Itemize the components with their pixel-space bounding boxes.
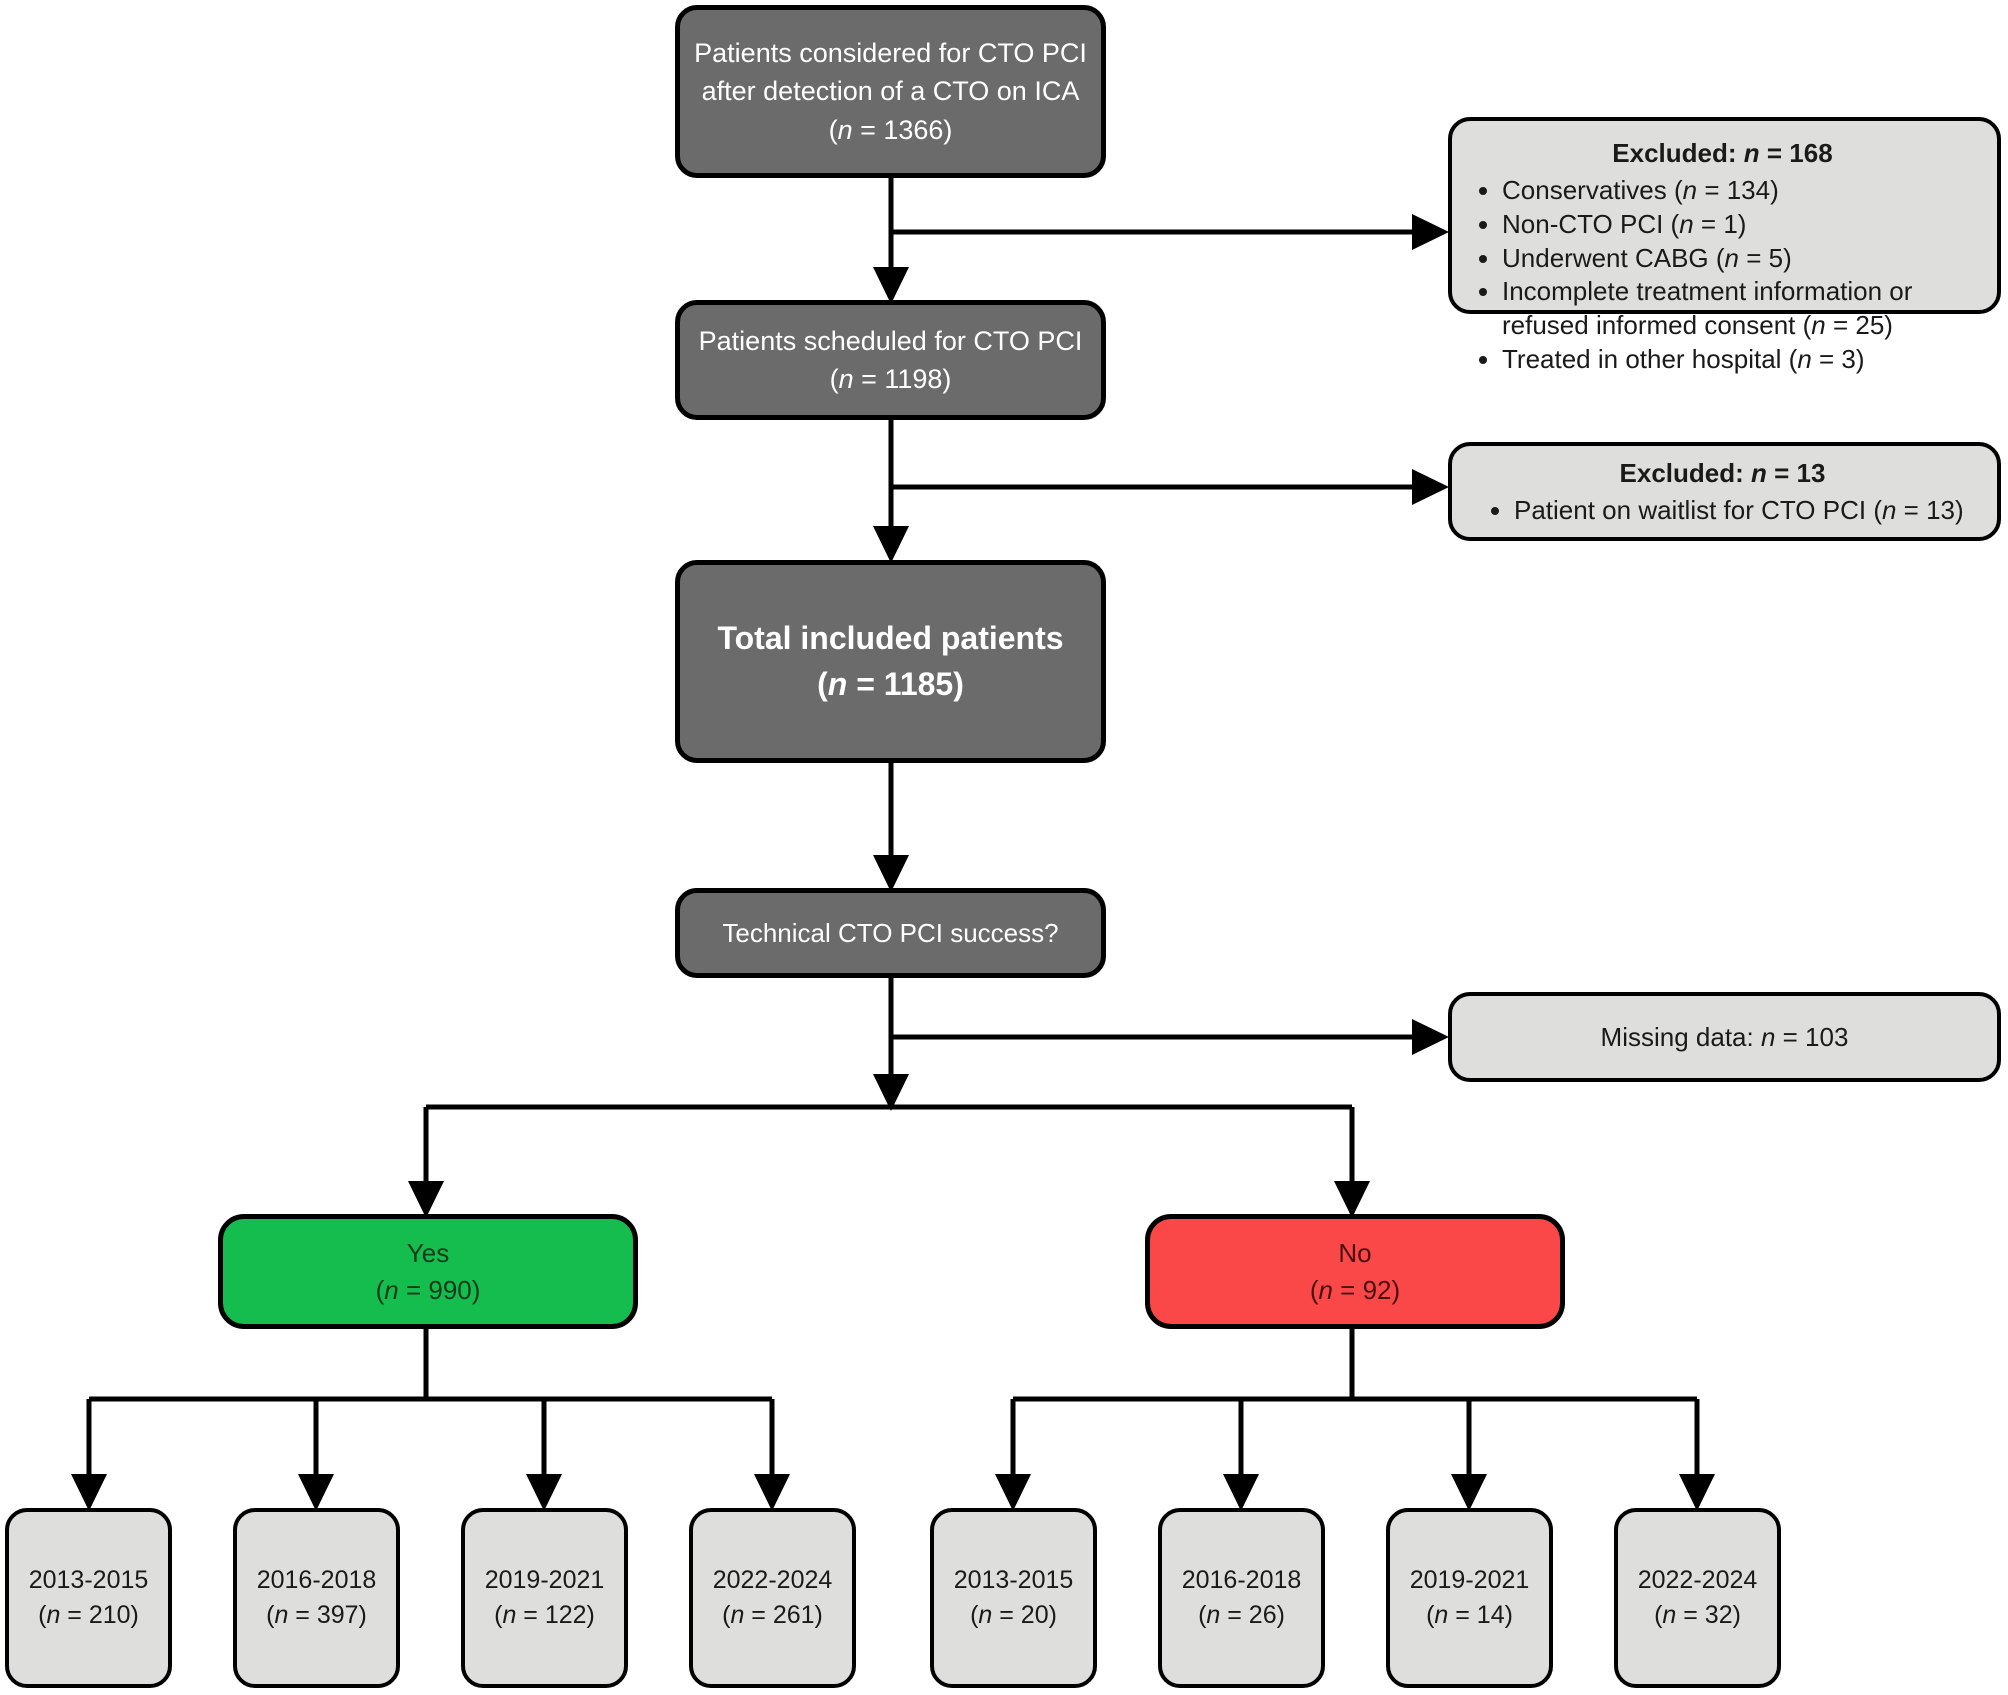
node-year-no-2019-2021[interactable]: 2019-2021 (n = 14)	[1386, 1508, 1553, 1688]
year-count: (n = 14)	[1426, 1601, 1513, 1629]
year-label: 2013-2015	[28, 1565, 149, 1594]
node-year-yes-2016-2018[interactable]: 2016-2018 (n = 397)	[233, 1508, 400, 1688]
excluded-1-title: Excluded: n = 168	[1612, 138, 1833, 168]
excluded-1-list: Conservatives (n = 134) Non-CTO PCI (n =…	[1468, 174, 1977, 377]
node-scheduled-line1: Patients scheduled for CTO PCI	[698, 325, 1083, 356]
excluded-2-list: Patient on waitlist for CTO PCI (n = 13)	[1468, 494, 1977, 528]
excluded-2-title: Excluded: n = 13	[1619, 458, 1826, 489]
list-item: Conservatives (n = 134)	[1502, 174, 1977, 208]
year-label: 2019-2021	[484, 1565, 605, 1594]
year-count: (n = 397)	[266, 1601, 367, 1629]
node-excluded-2[interactable]: Excluded: n = 13 Patient on waitlist for…	[1448, 442, 2001, 541]
year-label: 2016-2018	[256, 1565, 377, 1594]
node-patients-scheduled[interactable]: Patients scheduled for CTO PCI (n = 1198…	[675, 300, 1106, 420]
year-label: 2016-2018	[1181, 1565, 1302, 1594]
node-missing-data-label: Missing data: n = 103	[1600, 1021, 1849, 1052]
node-yes[interactable]: Yes (n = 990)	[218, 1214, 638, 1329]
list-item: Treated in other hospital (n = 3)	[1502, 343, 1977, 377]
year-label: 2022-2024	[1637, 1565, 1758, 1594]
node-year-yes-2019-2021[interactable]: 2019-2021 (n = 122)	[461, 1508, 628, 1688]
node-no-label: No	[1338, 1237, 1372, 1268]
year-label: 2022-2024	[712, 1565, 833, 1594]
node-missing-data[interactable]: Missing data: n = 103	[1448, 992, 2001, 1082]
list-item: Underwent CABG (n = 5)	[1502, 242, 1977, 276]
year-label: 2013-2015	[953, 1565, 1074, 1594]
list-item: Patient on waitlist for CTO PCI (n = 13)	[1514, 494, 1977, 528]
node-no[interactable]: No (n = 92)	[1145, 1214, 1565, 1329]
year-count: (n = 122)	[494, 1601, 595, 1629]
list-item: Non-CTO PCI (n = 1)	[1502, 208, 1977, 242]
year-count: (n = 210)	[38, 1601, 139, 1629]
node-decision-label: Technical CTO PCI success?	[722, 917, 1059, 948]
year-label: 2019-2021	[1409, 1565, 1530, 1594]
node-year-no-2013-2015[interactable]: 2013-2015 (n = 20)	[930, 1508, 1097, 1688]
node-decision-technical-success[interactable]: Technical CTO PCI success?	[675, 888, 1106, 978]
node-year-yes-2013-2015[interactable]: 2013-2015 (n = 210)	[5, 1508, 172, 1688]
node-excluded-1[interactable]: Excluded: n = 168 Conservatives (n = 134…	[1448, 117, 2001, 374]
node-year-no-2022-2024[interactable]: 2022-2024 (n = 32)	[1614, 1508, 1781, 1688]
year-count: (n = 26)	[1198, 1601, 1285, 1629]
year-count: (n = 261)	[722, 1601, 823, 1629]
node-year-yes-2022-2024[interactable]: 2022-2024 (n = 261)	[689, 1508, 856, 1688]
node-included-line1: Total included patients	[717, 620, 1064, 657]
year-count: (n = 32)	[1654, 1601, 1741, 1629]
list-item: Incomplete treatment information or refu…	[1502, 275, 1977, 343]
node-patients-considered[interactable]: Patients considered for CTO PCI after de…	[675, 5, 1106, 178]
node-year-no-2016-2018[interactable]: 2016-2018 (n = 26)	[1158, 1508, 1325, 1688]
node-considered-line2: after detection of a CTO on ICA	[701, 76, 1080, 107]
node-considered-line1: Patients considered for CTO PCI	[694, 38, 1087, 68]
node-scheduled-count: (n = 1198)	[829, 364, 952, 394]
year-count: (n = 20)	[970, 1601, 1057, 1629]
node-considered-count: (n = 1366)	[828, 114, 953, 145]
node-yes-count: (n = 990)	[375, 1274, 481, 1305]
node-no-count: (n = 92)	[1309, 1274, 1401, 1305]
node-yes-label: Yes	[406, 1237, 450, 1268]
node-included-count: (n = 1185)	[817, 665, 964, 702]
node-total-included[interactable]: Total included patients (n = 1185)	[675, 560, 1106, 763]
